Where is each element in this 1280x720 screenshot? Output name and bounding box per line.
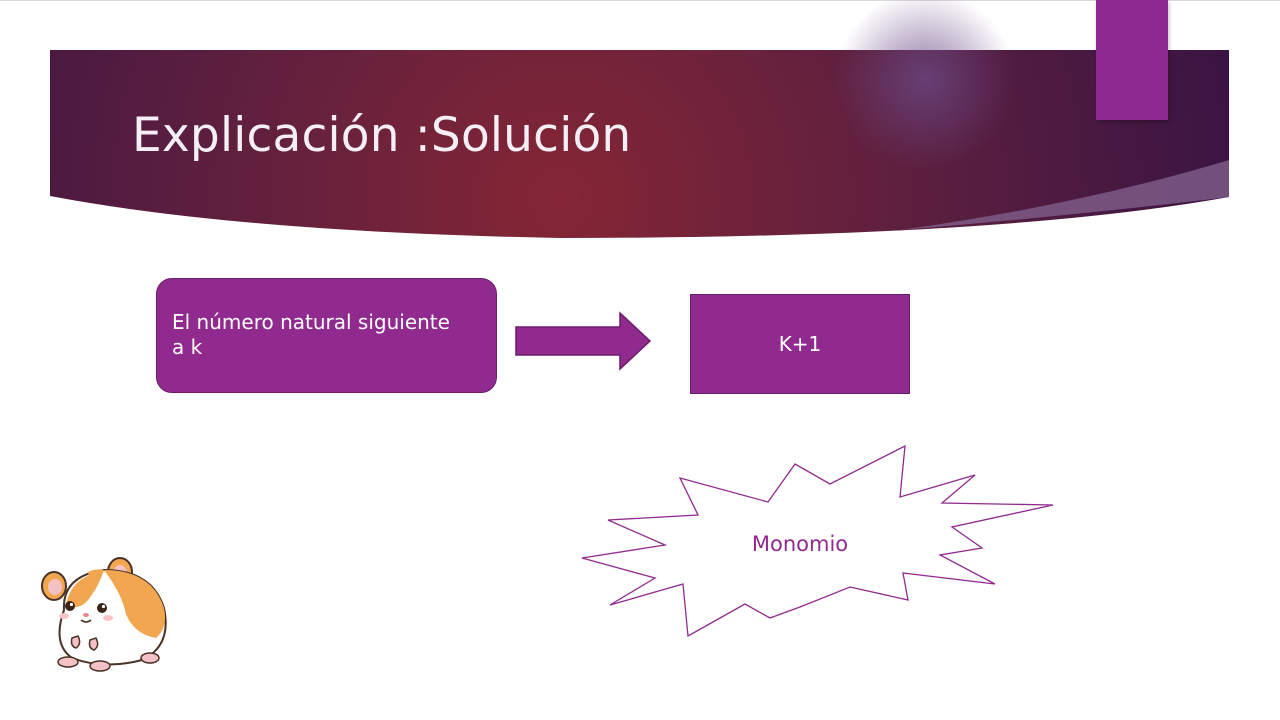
slide-title: Explicación :Solución xyxy=(132,108,632,163)
slide-top-border xyxy=(0,0,1280,1)
hamster-icon xyxy=(41,557,167,672)
right-arrow-icon xyxy=(515,311,652,371)
accent-tab xyxy=(1096,0,1168,120)
title-banner xyxy=(50,0,1229,238)
definition-text: El número natural siguiente a k xyxy=(172,310,450,359)
result-box: K+1 xyxy=(690,294,910,394)
result-text: K+1 xyxy=(778,332,822,356)
burst-label: Monomio xyxy=(751,532,849,556)
definition-box: El número natural siguiente a k xyxy=(156,278,497,393)
